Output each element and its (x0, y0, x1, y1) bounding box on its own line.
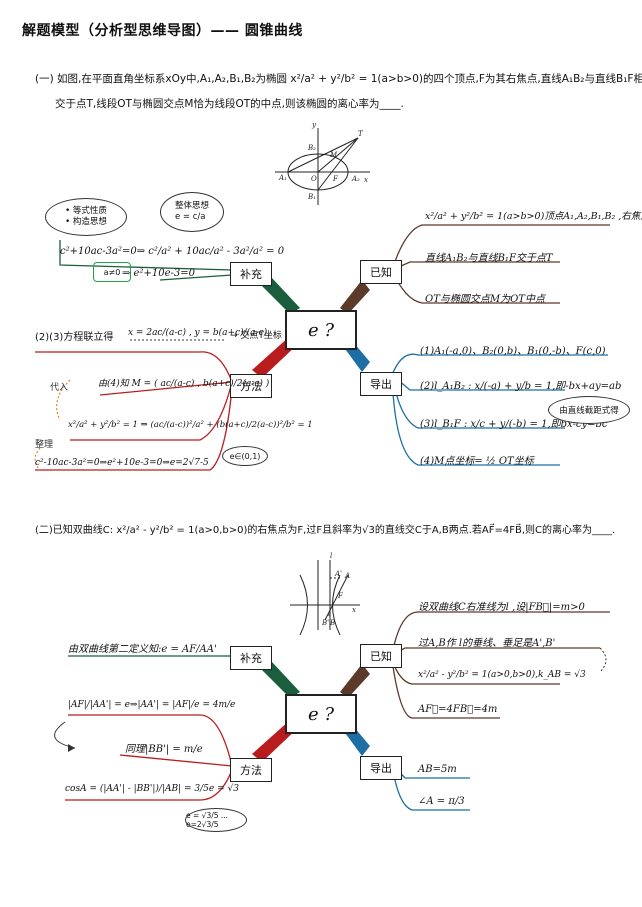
problem1-method-eq: x = 2ac/(a-c) , y = b(a+c)/(a-c) (128, 328, 268, 338)
svg-text:T: T (358, 130, 364, 138)
problem1-method-step: (2)(3)方程联立得 (35, 332, 114, 343)
problem1-known-item: OT与椭圆交点M为OT中点 (425, 294, 545, 305)
problem1-tidy-label: 整理 (35, 440, 54, 450)
problem2-derive-item: ∠A = π/3 (418, 796, 465, 807)
svg-text:x: x (352, 606, 356, 614)
problem2-supplement-node: 补充 (230, 646, 272, 670)
problem2-center: e ? (285, 694, 357, 734)
problem1-substitute-label: 代入 (50, 383, 69, 393)
svg-text:F: F (332, 175, 339, 183)
problem1-supplement-eq: c²+10ac-3a²=0⇒ c²/a² + 10ac/a² - 3a²/a² … (60, 246, 285, 257)
problem2-method-cloud: e = √3/5 ... e=2√3/5 (185, 808, 247, 832)
page-title: 解题模型（分析型思维导图）—— 圆锥曲线 (22, 23, 303, 39)
problem2-method-node: 方法 (230, 758, 272, 782)
problem2-method-eq: 同理|BB'| = m/e (125, 744, 203, 755)
problem1-known-item: 直线A₁B₂与直线B₁F交于点T (425, 253, 553, 264)
svg-text:M: M (329, 151, 338, 159)
problem1-supplement-burst: a≠0 (93, 262, 131, 282)
problem1-method-arrow: → 交点T坐标 (230, 331, 282, 341)
problem1-derive-item: (3)l_B₁F : x/c + y/(-b) = 1,即bx-cy=bc (420, 419, 608, 430)
problem1-method-node: 方法 (230, 374, 272, 398)
svg-text:B': B' (321, 619, 329, 627)
problem1-line1: (一) 如图,在平面直角坐标系xOy中,A₁,A₂,B₁,B₂为椭圆 x²/a²… (35, 73, 642, 85)
problem2-known-item: AF⃗=4FB⃗=4m (418, 704, 498, 715)
svg-text:y: y (311, 121, 317, 129)
problem2-derive-item: AB=5m (418, 764, 457, 775)
problem1-derive-item: (4)M点坐标= ½ OT坐标 (420, 456, 534, 467)
problem1-derive-item: (1)A₁(-a,0)、B₂(0,b)、B₁(0,-b)、F(c,0) (420, 346, 606, 357)
problem1-known-item: x²/a² + y²/b² = 1(a>b>0)顶点A₁,A₂,B₁,B₂ ,右… (425, 211, 642, 222)
problem1-derive-item: (2)l_A₁B₂ : x/(-a) + y/b = 1,即-bx+ay=ab (420, 381, 622, 392)
svg-text:A₂: A₂ (351, 175, 360, 183)
problem2-derive-node: 导出 (360, 756, 402, 780)
svg-text:A: A (344, 572, 350, 580)
problem1-supplement-node: 补充 (230, 262, 272, 286)
svg-text:l: l (330, 552, 332, 560)
problem2-known-item: 设双曲线C右准线为l ,设|FB⃗|=m>0 (418, 602, 585, 613)
problem1-method-eq: x²/a² + y²/b² = 1 ⇒ (ac/(a-c))²/a² + (b(… (68, 420, 313, 430)
problem1-derive-node: 导出 (360, 372, 402, 396)
problem2-known-node: 已知 (360, 644, 402, 668)
problem1-supplement-eq: ⇒ e²+10e-3=0 (122, 268, 195, 279)
svg-text:B₂: B₂ (307, 144, 316, 152)
svg-text:O: O (311, 175, 317, 183)
svg-text:B₁: B₁ (307, 193, 316, 201)
svg-text:x: x (364, 176, 368, 184)
problem2-supplement-text: 由双曲线第二定义知:e = AF/AA' (68, 644, 217, 655)
problem1-line2: 交于点T,线段OT与椭圆交点M恰为线段OT的中点,则该椭圆的离心率为____. (55, 98, 404, 110)
hyperbola-figure (290, 560, 360, 636)
problem1-method-eq: c²-10ac-3a²=0⇒e²+10e-3=0⇒e=2√7-5 (35, 458, 209, 468)
problem2-known-item: 过A,B作 l的垂线、垂足是A',B' (418, 638, 556, 649)
problem1-method-cloud: e∈(0,1) (222, 446, 268, 466)
problem2-line1: (二)已知双曲线C: x²/a² - y²/b² = 1(a>0,b>0)的右焦… (35, 525, 616, 536)
svg-text:B: B (329, 619, 335, 627)
svg-text:A₁: A₁ (278, 174, 287, 182)
problem2-method-eq: |AF|/|AA'| = e⇒|AA'| = |AF|/e = 4m/e (68, 700, 236, 710)
problem2-method-eq: cosA = (|AA'| - |BB'|)/|AB| = 3/5e = √3 (65, 784, 239, 794)
ellipse-figure (275, 128, 370, 205)
svg-text:A': A' (334, 570, 342, 578)
problem1-supplement-cloud: • 等式性质 • 构造思想 (45, 198, 127, 236)
problem1-derive-cloud: 由直线截距式得 (548, 396, 630, 424)
problem1-center: e ? (285, 310, 357, 350)
problem2-known-item: x²/a² - y²/b² = 1(a>0,b>0),k_AB = √3 (418, 670, 586, 680)
svg-text:F: F (337, 592, 344, 600)
problem1-supplement-cloud: 整体思想 e = c/a (160, 192, 224, 232)
problem1-known-node: 已知 (360, 260, 402, 284)
problem1-method-step: 由(4)知 M = ( ac/(a-c) , b(a+c)/2(a-c) ) (98, 379, 270, 389)
